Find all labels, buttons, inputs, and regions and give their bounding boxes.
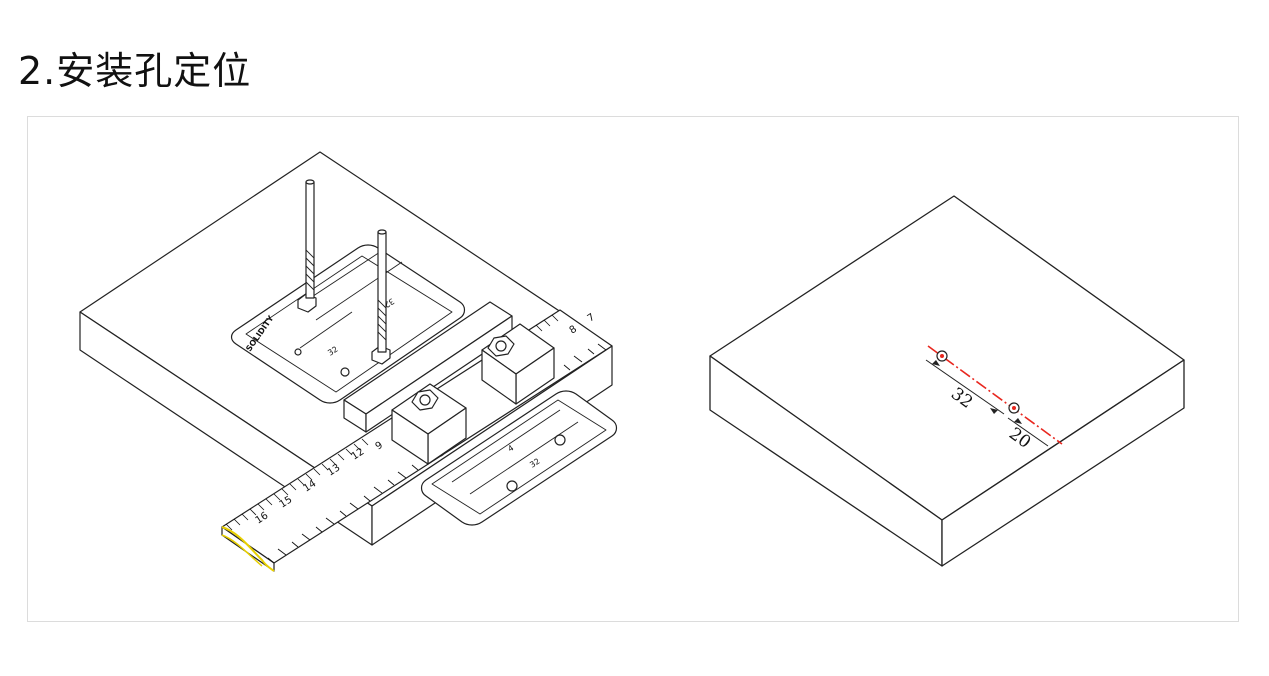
- right-board-front-right: [941, 359, 1185, 567]
- main-template-plate: SOLIDITY 32 32: [230, 244, 466, 404]
- tape-end-curl: [221, 526, 275, 572]
- right-board-illustration: [709, 195, 1185, 567]
- marking-center-line: [927, 345, 1063, 445]
- page-title: 2.安装孔定位: [18, 49, 252, 93]
- tape-number: 9: [374, 440, 385, 453]
- tape-number: 8: [568, 324, 579, 337]
- clamp-bar: [343, 301, 555, 465]
- template-mark: 4: [506, 443, 515, 453]
- tape-number: 7: [586, 312, 597, 325]
- drill-bits: [305, 179, 387, 353]
- left-jig-illustration: 16 15 14 13 12 9 8 7 4 32: [79, 151, 618, 572]
